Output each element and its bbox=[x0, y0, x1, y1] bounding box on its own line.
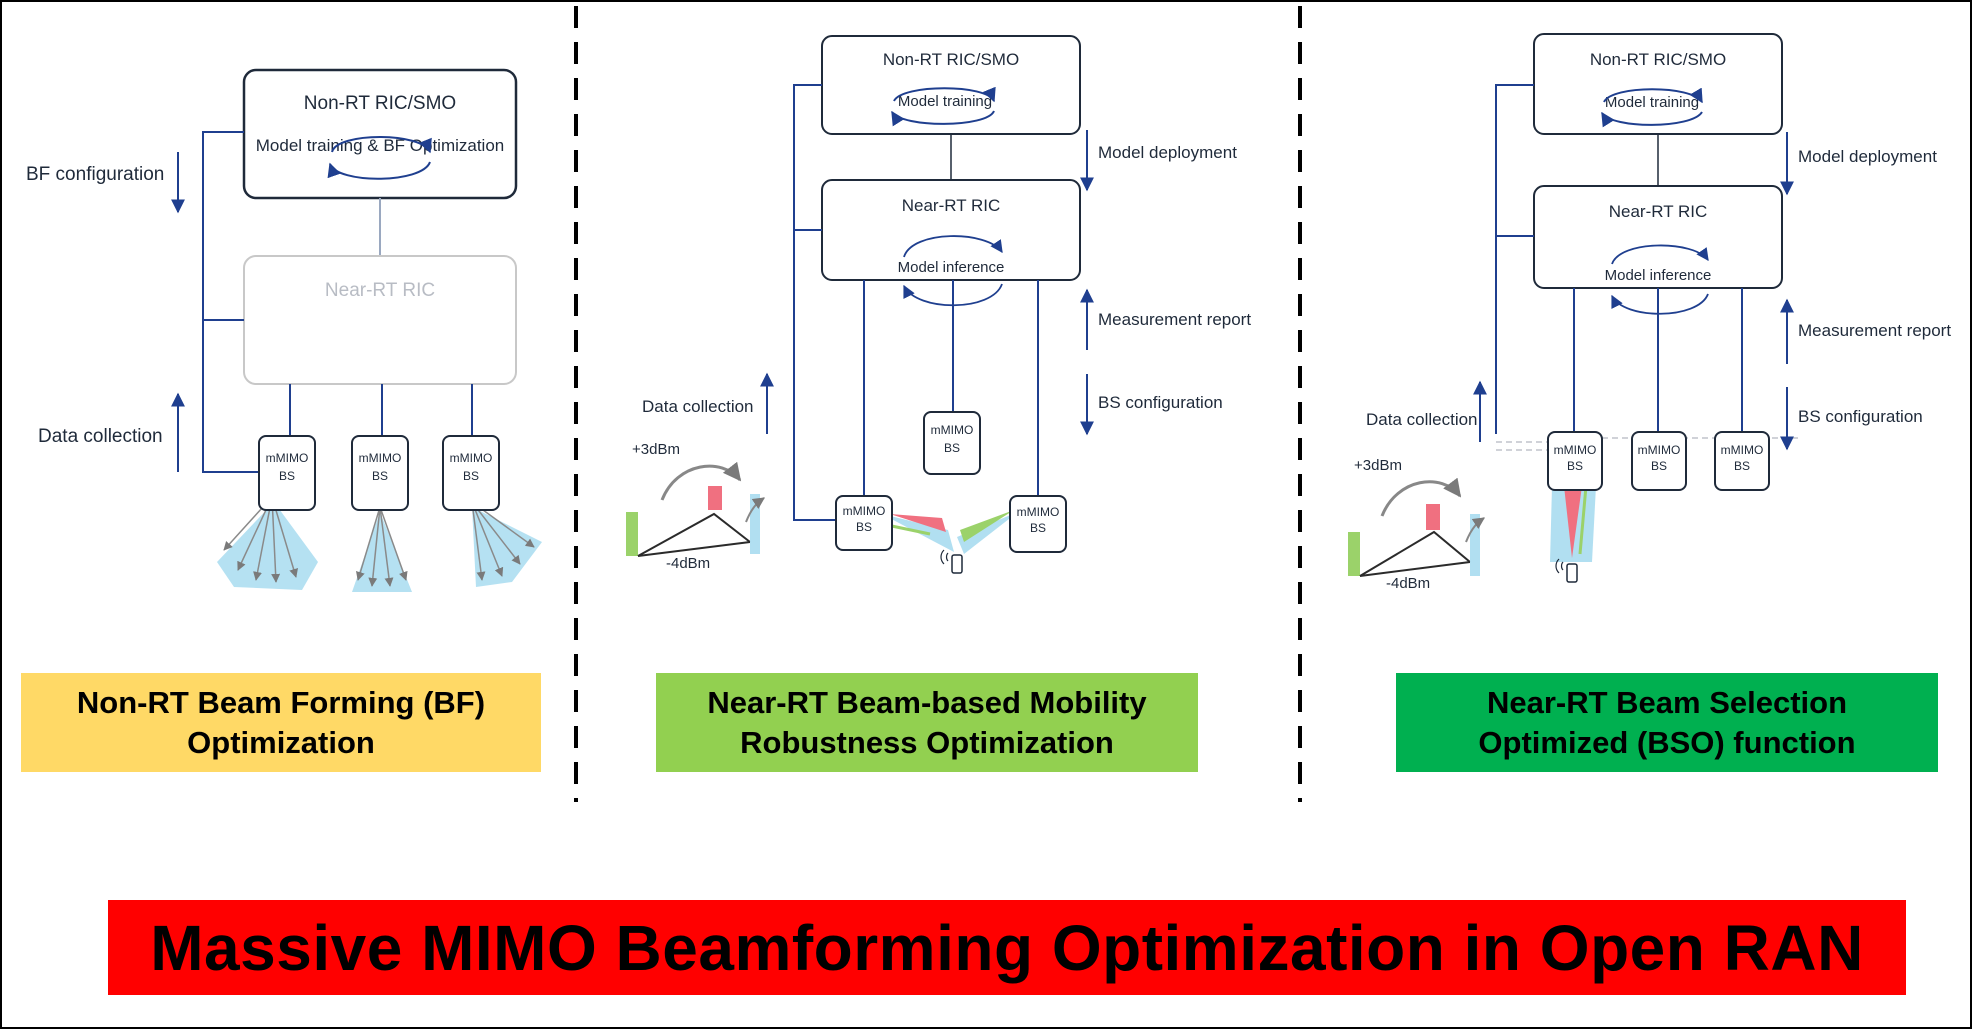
p1-bs-1: mMIMO BS bbox=[217, 435, 318, 590]
p2-bs-left: mMIMO BS bbox=[835, 495, 893, 551]
svg-text:-4dBm: -4dBm bbox=[666, 555, 710, 572]
p2-ric-subtitle: Model inference bbox=[898, 259, 1005, 276]
p3-smo-title: Non-RT RIC/SMO bbox=[1590, 50, 1726, 69]
svg-text:mMIMO: mMIMO bbox=[359, 451, 402, 465]
caption-near-rt-bso: Near-RT Beam Selection Optimized (BSO) f… bbox=[1396, 673, 1938, 772]
svg-text:mMIMO: mMIMO bbox=[266, 451, 309, 465]
panel-2-diagram: Non-RT RIC/SMO Model training Near-RT RI… bbox=[626, 35, 1251, 574]
caption-non-rt-bf-text: Non-RT Beam Forming (BF) Optimization bbox=[76, 684, 486, 760]
svg-text:+3dBm: +3dBm bbox=[1354, 457, 1402, 474]
caption-near-rt-mro: Near-RT Beam-based Mobility Robustness O… bbox=[656, 673, 1198, 772]
p1-smo-title: Non-RT RIC/SMO bbox=[304, 93, 456, 114]
p1-ric-box bbox=[243, 255, 517, 385]
p2-power-illustration: +3dBm -4dBm bbox=[626, 441, 765, 572]
svg-text:-4dBm: -4dBm bbox=[1386, 575, 1430, 592]
svg-text:mMIMO: mMIMO bbox=[931, 423, 974, 437]
svg-text:BS: BS bbox=[463, 469, 479, 483]
p2-ric-title: Near-RT RIC bbox=[902, 196, 1001, 215]
svg-text:BS: BS bbox=[944, 441, 960, 455]
p2-smo-title: Non-RT RIC/SMO bbox=[883, 50, 1019, 69]
main-title-text: Massive MIMO Beamforming Optimization in… bbox=[150, 911, 1864, 984]
p2-bs-configuration-label: BS configuration bbox=[1098, 393, 1223, 412]
p2-model-deployment-label: Model deployment bbox=[1098, 143, 1237, 162]
svg-text:+3dBm: +3dBm bbox=[632, 441, 680, 458]
p1-bs-2: mMIMO BS bbox=[351, 435, 412, 592]
p3-bs-1: mMIMO BS bbox=[1547, 431, 1603, 491]
p1-bs-3: mMIMO BS bbox=[442, 435, 542, 587]
p3-bs-2: mMIMO BS bbox=[1631, 431, 1687, 491]
p3-model-deployment-label: Model deployment bbox=[1798, 147, 1937, 166]
svg-text:mMIMO: mMIMO bbox=[1554, 443, 1597, 457]
p2-data-collection-label: Data collection bbox=[642, 397, 754, 416]
svg-text:mMIMO: mMIMO bbox=[1721, 443, 1764, 457]
p3-bs-configuration-label: BS configuration bbox=[1798, 407, 1923, 426]
p3-smo-box bbox=[1533, 33, 1783, 135]
svg-text:mMIMO: mMIMO bbox=[450, 451, 493, 465]
svg-text:BS: BS bbox=[1030, 521, 1046, 535]
svg-text:BS: BS bbox=[1734, 459, 1750, 473]
p2-phone-icon bbox=[940, 549, 963, 574]
p3-data-collection-label: Data collection bbox=[1366, 410, 1478, 429]
p1-ric-title: Near-RT RIC bbox=[325, 280, 435, 301]
main-title-banner: Massive MIMO Beamforming Optimization in… bbox=[108, 900, 1906, 995]
svg-text:BS: BS bbox=[1651, 459, 1667, 473]
caption-non-rt-bf: Non-RT Beam Forming (BF) Optimization bbox=[21, 673, 541, 772]
p2-measurement-report-label: Measurement report bbox=[1098, 310, 1251, 329]
caption-near-rt-bso-text: Near-RT Beam Selection Optimized (BSO) f… bbox=[1478, 684, 1856, 760]
p3-bs-3: mMIMO BS bbox=[1714, 431, 1770, 491]
p3-ric-title: Near-RT RIC bbox=[1609, 202, 1708, 221]
panel-1-diagram: Non-RT RIC/SMO Model training & BF Optim… bbox=[26, 68, 542, 592]
p3-phone-icon bbox=[1555, 558, 1578, 583]
svg-text:BS: BS bbox=[1567, 459, 1583, 473]
p3-power-illustration: +3dBm -4dBm bbox=[1348, 457, 1485, 592]
p1-smo-subtitle: Model training & BF Optimization bbox=[256, 136, 505, 155]
panel-3-diagram: Non-RT RIC/SMO Model training Near-RT RI… bbox=[1348, 33, 1951, 592]
p3-ric-subtitle: Model inference bbox=[1605, 267, 1712, 284]
p1-training-loop-icon bbox=[331, 136, 432, 154]
p3-smo-subtitle: Model training bbox=[1605, 94, 1699, 111]
svg-text:BS: BS bbox=[856, 520, 872, 534]
p2-bs-right: mMIMO BS bbox=[1009, 495, 1067, 553]
svg-text:BS: BS bbox=[372, 469, 388, 483]
svg-text:mMIMO: mMIMO bbox=[1017, 505, 1060, 519]
svg-text:mMIMO: mMIMO bbox=[843, 504, 886, 518]
p1-data-collection-label: Data collection bbox=[38, 426, 163, 447]
p1-bf-config-label: BF configuration bbox=[26, 164, 164, 185]
p2-smo-subtitle: Model training bbox=[898, 93, 992, 110]
p3-measurement-report-label: Measurement report bbox=[1798, 321, 1951, 340]
svg-text:BS: BS bbox=[279, 469, 295, 483]
p2-bs-center: mMIMO BS bbox=[923, 411, 981, 475]
svg-text:mMIMO: mMIMO bbox=[1638, 443, 1681, 457]
caption-near-rt-mro-text: Near-RT Beam-based Mobility Robustness O… bbox=[707, 684, 1147, 760]
